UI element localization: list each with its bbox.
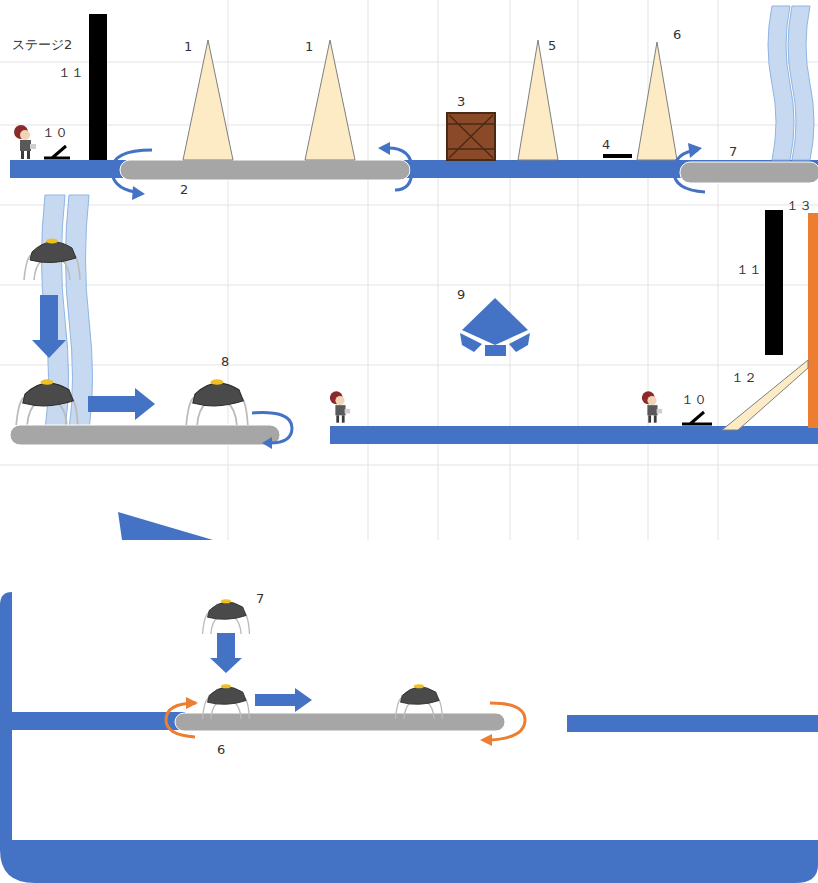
move-arrow [210,633,242,673]
grid-line [0,285,818,286]
grid-line [718,0,719,540]
blue-frame [0,592,818,883]
floor-switch [603,154,632,158]
callout-number: 5 [548,39,556,52]
waterfall [788,6,814,160]
blue-slope [118,512,213,540]
spider-robot [16,379,78,425]
rotation-arrow [674,150,705,192]
conveyor-belt [10,425,280,445]
callout-number: １１ [58,66,84,79]
blue-floor [567,715,818,732]
callout-number: 1 [184,40,192,53]
rotation-arrow [490,703,525,740]
callout-number: 9 [457,288,465,301]
grid-line [438,0,439,540]
callout-number: 2 [180,183,188,196]
arrow-head [262,437,272,449]
conveyor-belt [175,713,505,731]
grid-line [0,465,818,466]
callout-number: 7 [256,592,264,605]
grid-line [0,205,818,206]
spider-robot [186,379,248,425]
crate-planks [447,115,495,158]
wooden-crate [447,113,495,160]
player-girl [330,391,350,422]
gem-piece [485,345,506,356]
spider-robot [202,599,249,634]
player-girl [14,125,36,159]
callout-number: 6 [673,28,681,41]
switch-lever [44,146,70,158]
grid-line [648,0,649,540]
callout-number: 3 [457,95,465,108]
spike-cone [305,40,355,160]
grid-line [368,0,369,540]
callout-number: １１ [736,263,762,276]
spike-cone [518,40,558,160]
callout-number: 1 [305,40,313,53]
conveyor-belt [120,160,410,180]
callout-number: 6 [217,743,225,756]
callout-number: 4 [602,138,610,151]
conveyor-belt [680,162,818,183]
arrow-head [688,143,702,158]
gem-top [462,298,528,345]
blue-floor [0,712,185,730]
spike-cone [637,42,677,160]
spider-robot [202,684,249,719]
callout-number: 7 [729,145,737,158]
callout-number: １０ [42,126,68,139]
spider-robot [24,239,80,281]
grid-line [0,365,818,366]
stage-title: ステージ2 [12,38,72,51]
callout-number: １２ [731,371,757,384]
switch-lever [682,412,712,424]
arrow-head [186,697,198,709]
callout-number: 8 [221,355,229,368]
callout-number: １３ [786,199,812,212]
arrow-head [132,186,145,200]
black-wall [765,210,783,355]
move-arrow [88,388,155,420]
rotation-arrow [388,148,412,190]
spider-robot [395,684,442,719]
player-girl [642,391,662,422]
move-arrow [32,295,66,358]
arrow-head [480,734,492,746]
gem-piece [460,333,482,352]
move-arrow [255,688,312,712]
grid-line [578,0,579,540]
spike-cone [183,40,233,160]
blue-gem [460,298,530,356]
grid-line [228,0,229,540]
gem-piece [509,333,530,352]
black-wall [89,14,107,160]
orange-door [808,213,818,428]
rotation-arrow [166,703,196,737]
callout-number: １０ [681,393,707,406]
grid-line [0,125,818,126]
sheet-grid [0,0,818,540]
crate-body [447,113,495,160]
grid-line [0,62,818,63]
arrow-head [378,142,390,155]
ramp-wedge [722,360,808,430]
rotation-arrow [112,150,152,192]
grid-line [510,0,511,540]
blue-floor [330,426,818,444]
